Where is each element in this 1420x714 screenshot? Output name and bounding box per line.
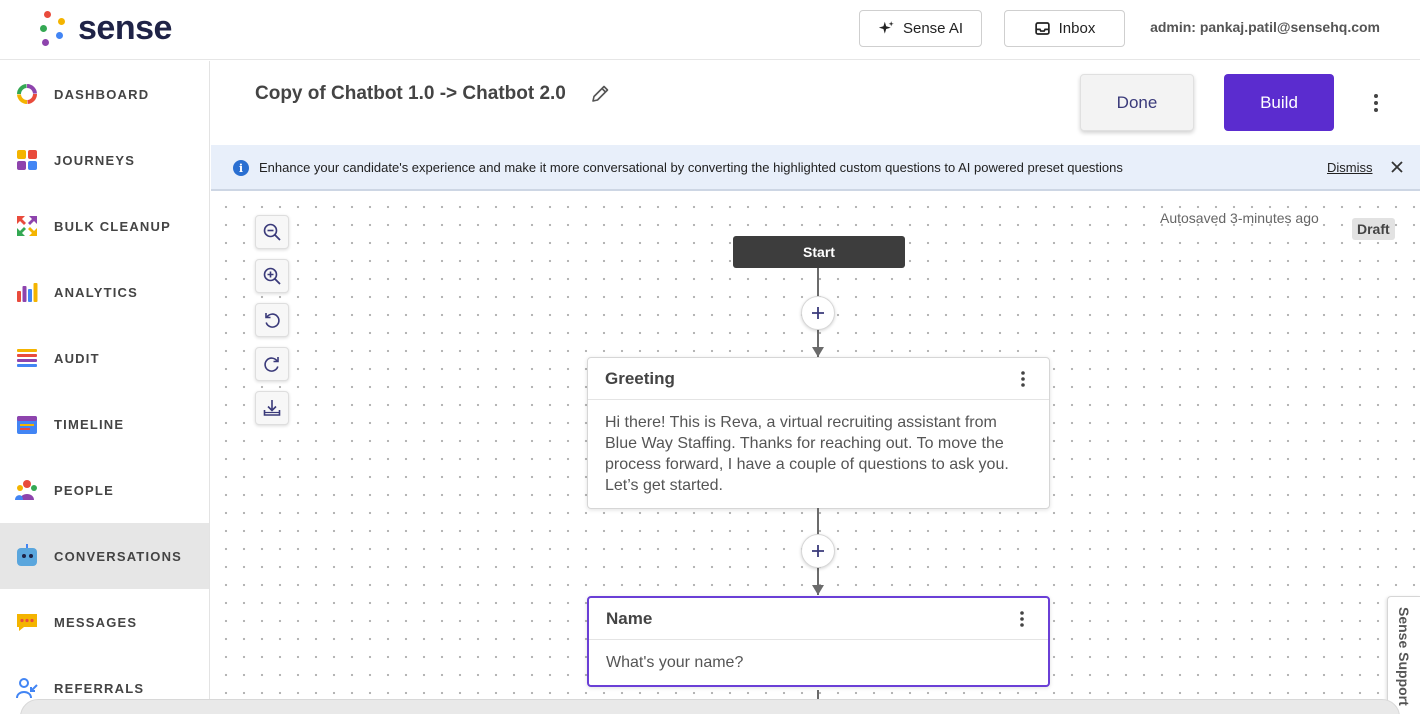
logo-text: sense xyxy=(78,8,172,47)
dashboard-ring-icon xyxy=(15,82,39,106)
people-group-icon xyxy=(15,478,39,502)
plus-icon xyxy=(812,545,824,557)
download-icon xyxy=(263,400,281,416)
zoom-in-button[interactable] xyxy=(255,259,289,293)
sense-ai-button[interactable]: Sense AI xyxy=(859,10,982,47)
start-node[interactable]: Start xyxy=(733,236,905,268)
redo-icon xyxy=(264,357,279,372)
sidebar-item-referrals[interactable]: REFERRALS xyxy=(0,655,209,714)
sense-support-tab[interactable]: Sense Support xyxy=(1387,596,1420,714)
card-title: Greeting xyxy=(605,368,675,388)
audit-list-icon xyxy=(15,346,39,370)
main-area: Copy of Chatbot 1.0 -> Chatbot 2.0 Done … xyxy=(211,61,1420,714)
add-step-button[interactable] xyxy=(801,296,835,330)
sidebar-item-journeys[interactable]: JOURNEYS xyxy=(0,127,209,193)
undo-icon xyxy=(265,313,280,328)
card-title: Name xyxy=(606,608,653,628)
connector-arrow-icon xyxy=(812,347,824,357)
timeline-calendar-icon xyxy=(15,412,39,436)
connector-arrow-icon xyxy=(812,585,824,595)
zoom-in-icon xyxy=(263,267,281,285)
sidebar-item-timeline[interactable]: TIMELINE xyxy=(0,391,209,457)
support-label: Sense Support xyxy=(1396,607,1412,706)
sidebar-item-label: PEOPLE xyxy=(54,482,114,498)
sparkle-icon xyxy=(878,21,894,34)
sidebar-item-label: REFERRALS xyxy=(54,680,145,696)
page-title: Copy of Chatbot 1.0 -> Chatbot 2.0 xyxy=(255,83,566,104)
builder-titlebar: Copy of Chatbot 1.0 -> Chatbot 2.0 Done … xyxy=(211,61,1420,145)
sidebar-item-messages[interactable]: MESSAGES xyxy=(0,589,209,655)
card-message: What's your name? xyxy=(606,654,744,671)
sidebar-item-label: DASHBOARD xyxy=(54,86,150,102)
card-header: Greeting xyxy=(588,358,1049,400)
sense-ai-label: Sense AI xyxy=(902,20,964,37)
close-icon[interactable] xyxy=(1388,158,1406,176)
build-button[interactable]: Build xyxy=(1224,74,1334,131)
name-question-card[interactable]: Name What's your name? xyxy=(587,596,1050,687)
card-menu-icon[interactable] xyxy=(1014,609,1030,629)
plus-icon xyxy=(812,307,824,319)
dismiss-link[interactable]: Dismiss xyxy=(1327,160,1373,175)
inbox-tray-icon xyxy=(1034,22,1050,35)
sidebar-item-label: CONVERSATIONS xyxy=(54,548,183,564)
zoom-out-button[interactable] xyxy=(255,215,289,249)
inbox-button[interactable]: Inbox xyxy=(1004,10,1125,47)
sidebar-item-conversations[interactable]: CONVERSATIONS xyxy=(0,523,209,589)
sense-logo[interactable]: sense xyxy=(38,8,172,48)
sidebar-item-label: TIMELINE xyxy=(54,416,125,432)
sidebar-item-dashboard[interactable]: DASHBOARD xyxy=(0,61,209,127)
inbox-label: Inbox xyxy=(1058,20,1096,37)
add-step-button[interactable] xyxy=(801,534,835,568)
card-menu-icon[interactable] xyxy=(1015,369,1031,389)
download-button[interactable] xyxy=(255,391,289,425)
sidebar-item-people[interactable]: PEOPLE xyxy=(0,457,209,523)
greeting-card[interactable]: Greeting Hi there! This is Reva, a virtu… xyxy=(587,357,1050,509)
sidebar-item-label: BULK CLEANUP xyxy=(54,218,171,234)
sidebar-item-audit[interactable]: AUDIT xyxy=(0,325,209,391)
undo-button[interactable] xyxy=(255,303,289,337)
sidebar-item-label: MESSAGES xyxy=(54,614,138,630)
banner-text: Enhance your candidate's experience and … xyxy=(259,160,1123,175)
sidebar-item-analytics[interactable]: ANALYTICS xyxy=(0,259,209,325)
card-message: Hi there! This is Reva, a virtual recrui… xyxy=(605,414,1009,494)
top-header: sense Sense AI Inbox admin: pankaj.patil… xyxy=(0,0,1420,60)
zoom-out-icon xyxy=(263,223,281,241)
conversations-bot-icon xyxy=(15,544,39,568)
more-options-icon[interactable] xyxy=(1366,91,1386,115)
bulk-cleanup-arrows-icon xyxy=(15,214,39,238)
pencil-edit-icon[interactable] xyxy=(589,83,611,105)
analytics-bars-icon xyxy=(15,280,39,304)
info-banner: i Enhance your candidate's experience an… xyxy=(211,145,1420,191)
logo-dots-icon xyxy=(38,8,70,48)
bottom-panel-edge xyxy=(20,699,1400,714)
admin-user[interactable]: admin: pankaj.patil@sensehq.com xyxy=(1150,19,1380,35)
sidebar-item-bulk-cleanup[interactable]: BULK CLEANUP xyxy=(0,193,209,259)
journeys-grid-icon xyxy=(15,148,39,172)
flow-canvas[interactable]: Autosaved 3-minutes ago Draft Start Gree… xyxy=(211,192,1420,714)
done-button[interactable]: Done xyxy=(1080,74,1194,131)
sidebar: DASHBOARD JOURNEYS BULK CLEANUP xyxy=(0,61,210,714)
autosave-status: Autosaved 3-minutes ago xyxy=(1160,210,1319,226)
redo-button[interactable] xyxy=(255,347,289,381)
sidebar-item-label: AUDIT xyxy=(54,350,100,366)
card-header: Name xyxy=(589,598,1048,640)
status-badge: Draft xyxy=(1352,218,1395,240)
sidebar-item-label: JOURNEYS xyxy=(54,152,136,168)
info-icon: i xyxy=(233,160,249,176)
messages-bubble-icon xyxy=(15,610,39,634)
referrals-person-icon xyxy=(15,676,39,700)
sidebar-item-label: ANALYTICS xyxy=(54,284,138,300)
